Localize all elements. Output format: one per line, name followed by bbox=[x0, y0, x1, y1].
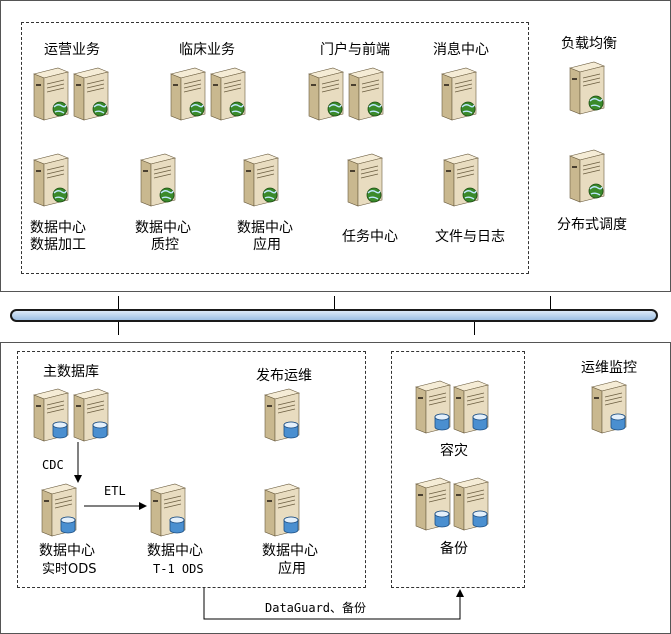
server-globe-icon bbox=[308, 67, 344, 121]
dataguard-arrow bbox=[203, 588, 464, 620]
dc-realtime-label-2: 实时ODS bbox=[42, 562, 97, 577]
server-database-icon bbox=[41, 483, 77, 537]
dc-processing-label-1: 数据中心 bbox=[30, 220, 86, 236]
server-database-icon bbox=[453, 477, 489, 531]
portal-label: 门户与前端 bbox=[320, 42, 390, 58]
server-database-icon bbox=[264, 483, 300, 537]
server-database-icon bbox=[33, 388, 69, 442]
operations-label: 运营业务 bbox=[44, 42, 100, 58]
database-group bbox=[17, 351, 366, 588]
dc-t1-label-1: 数据中心 bbox=[147, 543, 203, 559]
backup-label: 备份 bbox=[440, 541, 468, 557]
dc-app2-label-1: 数据中心 bbox=[262, 543, 318, 559]
load-balance-label: 负载均衡 bbox=[561, 36, 617, 52]
dc-app-label-1: 数据中心 bbox=[237, 220, 293, 236]
server-globe-icon bbox=[33, 153, 69, 207]
server-globe-icon bbox=[33, 67, 69, 121]
dc-realtime-label-1: 数据中心 bbox=[39, 543, 95, 559]
release-ops-label: 发布运维 bbox=[256, 368, 312, 384]
server-globe-icon bbox=[140, 153, 176, 207]
server-globe-icon bbox=[569, 61, 605, 115]
server-globe-icon bbox=[569, 149, 605, 203]
cdc-label: CDC bbox=[42, 458, 64, 472]
server-database-icon bbox=[415, 380, 451, 434]
distributed-scheduling-label: 分布式调度 bbox=[557, 217, 627, 233]
network-bus bbox=[10, 309, 658, 322]
server-globe-icon bbox=[170, 67, 206, 121]
server-database-icon bbox=[150, 483, 186, 537]
application-services-group bbox=[21, 22, 529, 274]
dc-processing-label-2: 数据加工 bbox=[30, 237, 86, 253]
server-database-icon bbox=[73, 388, 109, 442]
bus-connector bbox=[118, 296, 119, 310]
dc-t1-label-2: T-1 ODS bbox=[153, 562, 204, 576]
dataguard-label: DataGuard、备份 bbox=[265, 601, 367, 615]
bus-connector bbox=[474, 321, 475, 335]
disaster-recovery-label: 容灾 bbox=[440, 443, 468, 459]
bus-connector bbox=[334, 296, 335, 310]
server-globe-icon bbox=[441, 67, 477, 121]
clinical-label: 临床业务 bbox=[179, 42, 235, 58]
main-db-label: 主数据库 bbox=[43, 364, 99, 380]
bus-connector bbox=[550, 296, 551, 310]
ops-monitoring-label: 运维监控 bbox=[581, 360, 637, 376]
dc-app2-label-2: 应用 bbox=[278, 561, 306, 577]
dc-qc-label-2: 质控 bbox=[151, 237, 179, 253]
server-database-icon bbox=[415, 477, 451, 531]
task-center-label: 任务中心 bbox=[342, 229, 398, 245]
dc-app-label-2: 应用 bbox=[253, 237, 281, 253]
server-database-icon bbox=[591, 380, 627, 434]
dc-qc-label-1: 数据中心 bbox=[135, 220, 191, 236]
server-globe-icon bbox=[210, 67, 246, 121]
server-globe-icon bbox=[348, 67, 384, 121]
server-globe-icon bbox=[443, 153, 479, 207]
server-database-icon bbox=[264, 388, 300, 442]
server-database-icon bbox=[453, 380, 489, 434]
etl-label: ETL bbox=[104, 484, 126, 498]
message-center-label: 消息中心 bbox=[433, 42, 489, 58]
server-globe-icon bbox=[73, 67, 109, 121]
server-globe-icon bbox=[347, 153, 383, 207]
bus-connector bbox=[118, 321, 119, 335]
recovery-group bbox=[391, 351, 525, 588]
server-globe-icon bbox=[243, 153, 279, 207]
file-log-label: 文件与日志 bbox=[435, 229, 505, 245]
